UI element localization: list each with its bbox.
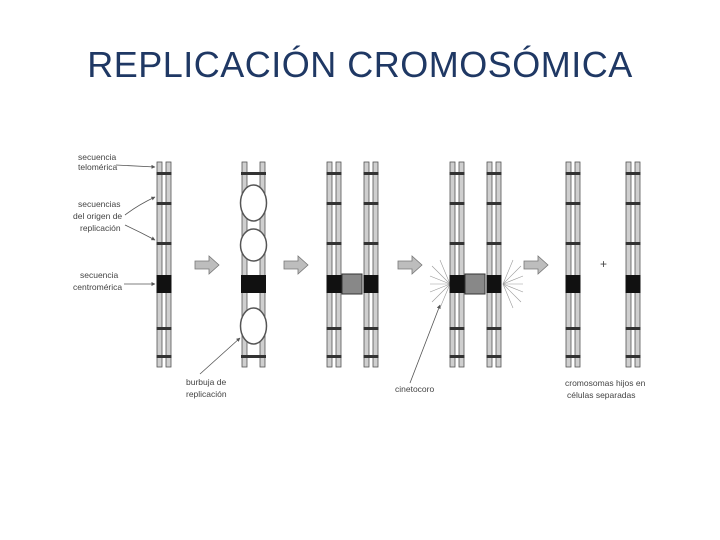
arrow-icon — [397, 255, 423, 275]
daughters-label-1: cromosomas hijos en — [565, 378, 646, 388]
telomeric-label-2: telomérica — [78, 162, 117, 172]
chromatid-left — [449, 161, 465, 368]
daughters-label-2: células separadas — [567, 390, 636, 400]
chromatid-right — [486, 161, 502, 368]
arrow-icon — [523, 255, 549, 275]
centromeric-label-1: secuencia — [80, 270, 119, 280]
arrow-icon — [194, 255, 220, 275]
original-chromosome — [156, 161, 172, 368]
origin-label-3: replicación — [80, 223, 121, 233]
sister-chromatid-left — [326, 161, 342, 368]
origin-label-2: del origen de — [73, 211, 122, 221]
sister-chromatid-right — [363, 161, 379, 368]
page-title: REPLICACIÓN CROMOSÓMICA — [87, 44, 633, 85]
bubble-label-1: burbuja de — [186, 377, 226, 387]
kinetochore-spindle — [429, 259, 524, 309]
daughter-chromosome-left — [565, 161, 581, 368]
replicating-chromosome — [239, 161, 268, 368]
kinetochore-label: cinetocoro — [395, 384, 434, 394]
plus-sign: + — [600, 257, 607, 271]
centromeric-label-2: centromérica — [73, 282, 122, 292]
arrow-icon — [283, 255, 309, 275]
kinetochore — [464, 273, 486, 295]
bubble-label-2: replicación — [186, 389, 227, 399]
centromere-joint — [341, 273, 363, 295]
telomeric-label-1: secuencia — [78, 152, 117, 162]
daughter-chromosome-right — [625, 161, 641, 368]
origin-label-1: secuencias — [78, 199, 121, 209]
